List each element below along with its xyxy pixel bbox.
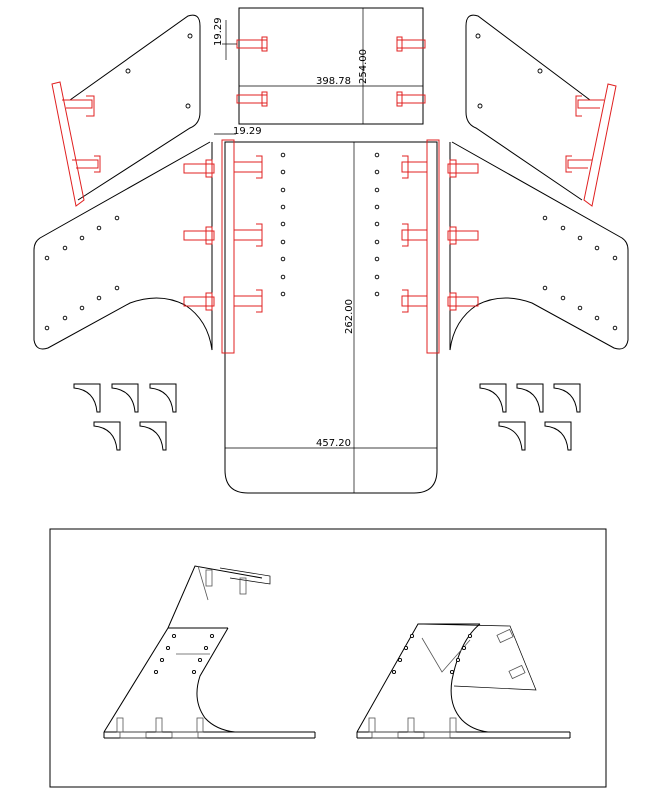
base-left-holes [280,152,286,297]
base-plate: 262.00 457.20 19.29 [214,126,440,494]
upper-right-side-piece [465,14,617,207]
base-right-holes [374,152,380,297]
brackets-right [479,383,581,451]
lower-left-side-piece [33,141,215,351]
assembly-left-stand [103,565,316,739]
dim-base-length: 262.00 [344,299,355,334]
dim-top-width: 398.78 [316,76,351,87]
upper-left-side-piece [51,14,201,207]
assembly-right-stand [356,623,571,739]
dim-top-height: 254.00 [358,49,369,84]
top-plate-right-tabs [396,36,426,107]
lower-right-side-piece [447,141,629,351]
assembly-view-frame [49,528,607,788]
dim-mid-thickness: 19.29 [233,126,262,137]
top-center-plate: 19.29 254.00 398.78 [213,7,426,125]
dim-top-thickness: 19.29 [213,17,224,46]
dim-base-width: 457.20 [316,438,351,449]
top-plate-left-tabs [236,36,268,107]
brackets-left [73,383,177,451]
